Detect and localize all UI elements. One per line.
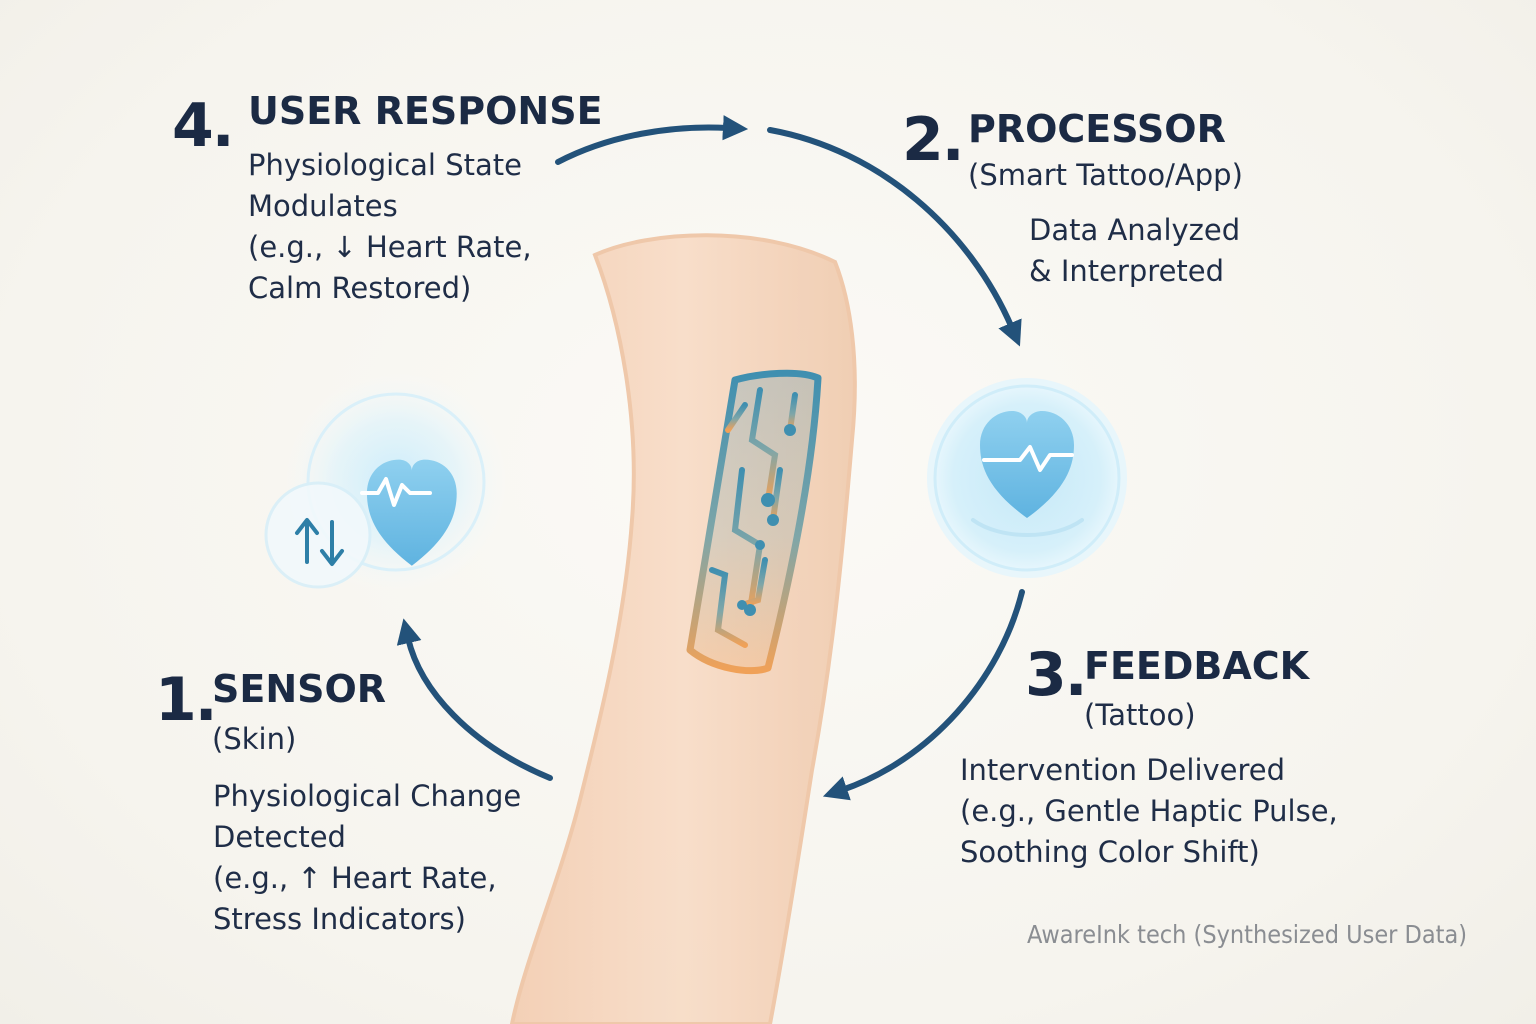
step-description: Physiological State Modulates (e.g., ↓ H…	[248, 145, 532, 309]
cycle-arrows	[396, 115, 1025, 801]
step-number: 2.	[902, 105, 965, 175]
step-description: Physiological Change Detected (e.g., ↑ H…	[213, 776, 521, 940]
step-title: USER RESPONSE	[248, 89, 603, 133]
step-number: 3.	[1025, 640, 1088, 710]
up-down-arrows-icon	[295, 518, 344, 566]
description-line: (e.g., ↑ Heart Rate,	[213, 861, 497, 895]
step-number: 4.	[172, 91, 235, 161]
step-number: 1.	[155, 665, 218, 735]
step-subtitle: (Tattoo)	[1084, 698, 1196, 732]
step-title: PROCESSOR	[968, 107, 1226, 151]
step-title: SENSOR	[212, 667, 387, 711]
description-line: Modulates	[248, 189, 398, 223]
step-subtitle: (Smart Tattoo/App)	[968, 158, 1243, 192]
arrow-1-to-sensor	[396, 618, 553, 781]
arrow-2-to-3	[767, 127, 1022, 347]
description-line: & Interpreted	[1029, 254, 1225, 288]
description-line: Physiological Change	[213, 779, 522, 813]
step-title: FEEDBACK	[1084, 644, 1310, 688]
description-line: Physiological State	[248, 148, 522, 182]
heart-pulse-icon	[980, 411, 1074, 518]
step-description: Intervention Delivered (e.g., Gentle Hap…	[960, 750, 1338, 873]
description-line: Calm Restored)	[248, 271, 472, 305]
description-line: Data Analyzed	[1029, 213, 1241, 247]
circuit-tattoo-icon	[686, 369, 822, 675]
arrow-3-to-feedback	[822, 589, 1025, 801]
credit-caption: AwareInk tech (Synthesized User Data)	[1027, 920, 1468, 949]
description-line: Stress Indicators)	[213, 902, 466, 936]
description-line: Soothing Color Shift)	[960, 835, 1260, 869]
description-line: Intervention Delivered	[960, 753, 1286, 787]
description-line: Detected	[213, 820, 346, 854]
step-subtitle: (Skin)	[212, 722, 297, 756]
arrow-4-to-2	[555, 115, 749, 165]
step-description: Data Analyzed & Interpreted	[1029, 210, 1240, 292]
description-line: (e.g., Gentle Haptic Pulse,	[960, 794, 1338, 828]
arm-illustration	[509, 233, 857, 1024]
feedback-glow	[927, 378, 1127, 578]
description-line: (e.g., ↓ Heart Rate,	[248, 230, 532, 264]
heart-pulse-icon	[360, 459, 457, 566]
